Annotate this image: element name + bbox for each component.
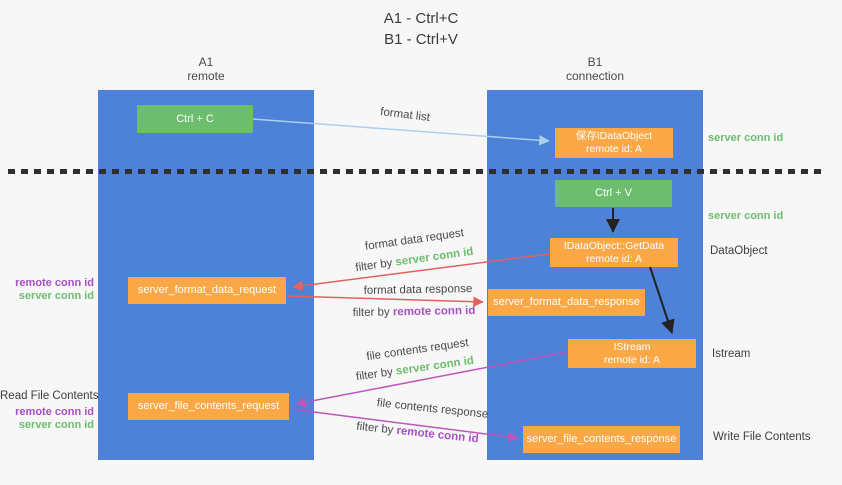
server-file-contents-response-label: server_file_contents_response (526, 433, 677, 445)
format-list-arrow-label: format list (379, 106, 431, 124)
diagram-title: A1 - Ctrl+C B1 - Ctrl+V (0, 8, 842, 50)
column-header-b1: B1 connection (487, 55, 703, 83)
ctrl-v-box: Ctrl + V (555, 180, 672, 207)
format-data-response-filter-label: filter by remote conn id (334, 304, 494, 321)
format-request-conn-ids: remote conn id server conn id (0, 277, 94, 303)
ctrl-v-label: Ctrl + V (595, 187, 632, 199)
istream-line2: remote id: A (603, 353, 661, 366)
save-idataobject-box: 保存IDataObject remote id: A (555, 128, 673, 158)
server-file-contents-request-label: server_file_contents_request (137, 400, 280, 412)
filter-by-prefix: filter by (352, 306, 394, 320)
filter-remote-conn-id: remote conn id (395, 424, 480, 446)
server-conn-id-label-mid: server conn id (708, 210, 784, 222)
title-line-ctrl-c: A1 - Ctrl+C (383, 10, 459, 27)
filter-by-prefix: filter by (355, 420, 398, 437)
server-format-data-response-box: server_format_data_response (488, 289, 645, 316)
save-idataobject-line2: remote id: A (585, 143, 643, 155)
ctrl-c-box: Ctrl + C (137, 105, 253, 133)
server-format-data-request-label: server_format_data_request (137, 284, 277, 296)
column-a1-name: A1 (198, 55, 214, 69)
title-line-ctrl-v: B1 - Ctrl+V (384, 31, 458, 48)
server-conn-id-label-top: server conn id (708, 132, 784, 144)
istream-side-label: Istream (712, 348, 751, 360)
copy-paste-boundary-dotted-line (8, 169, 826, 174)
column-b1-subtitle: connection (565, 69, 625, 83)
ctrl-c-label: Ctrl + C (176, 112, 214, 125)
remote-conn-id-file-label: remote conn id (15, 406, 94, 418)
file-request-conn-ids: remote conn id server conn id (0, 406, 94, 432)
column-header-a1: A1 remote (98, 55, 314, 83)
column-b1-name: B1 (587, 55, 603, 69)
format-data-response-arrow-label: format data response (363, 283, 473, 297)
server-file-contents-request-box: server_file_contents_request (128, 393, 289, 420)
server-conn-id-file-label: server conn id (18, 419, 94, 431)
istream-box: IStream remote id: A (568, 339, 696, 368)
idataobject-getdata-line2: remote id: A (585, 252, 643, 265)
file-contents-response-filter-label: filter by remote conn id (335, 417, 501, 448)
column-a1-subtitle: remote (187, 69, 225, 83)
filter-by-prefix: filter by (354, 256, 397, 275)
idataobject-getdata-line1: IDataObject::GetData (563, 239, 665, 252)
server-format-data-response-label: server_format_data_response (493, 296, 640, 308)
filter-remote-conn-id: remote conn id (392, 304, 476, 319)
read-file-contents-label: Read File Contents (0, 390, 99, 402)
server-file-contents-response-box: server_file_contents_response (523, 426, 680, 453)
server-format-data-request-box: server_format_data_request (128, 277, 286, 304)
server-conn-id-format-label: server conn id (18, 290, 94, 302)
dataobject-label: DataObject (710, 245, 768, 257)
filter-by-prefix: filter by (355, 365, 397, 384)
remote-conn-id-format-label: remote conn id (15, 277, 94, 289)
idataobject-getdata-box: IDataObject::GetData remote id: A (550, 238, 678, 267)
write-file-contents-label: Write File Contents (713, 431, 811, 443)
istream-line1: IStream (613, 340, 651, 353)
filter-server-conn-id: server conn id (394, 245, 475, 269)
save-idataobject-line1: 保存IDataObject (575, 130, 653, 142)
